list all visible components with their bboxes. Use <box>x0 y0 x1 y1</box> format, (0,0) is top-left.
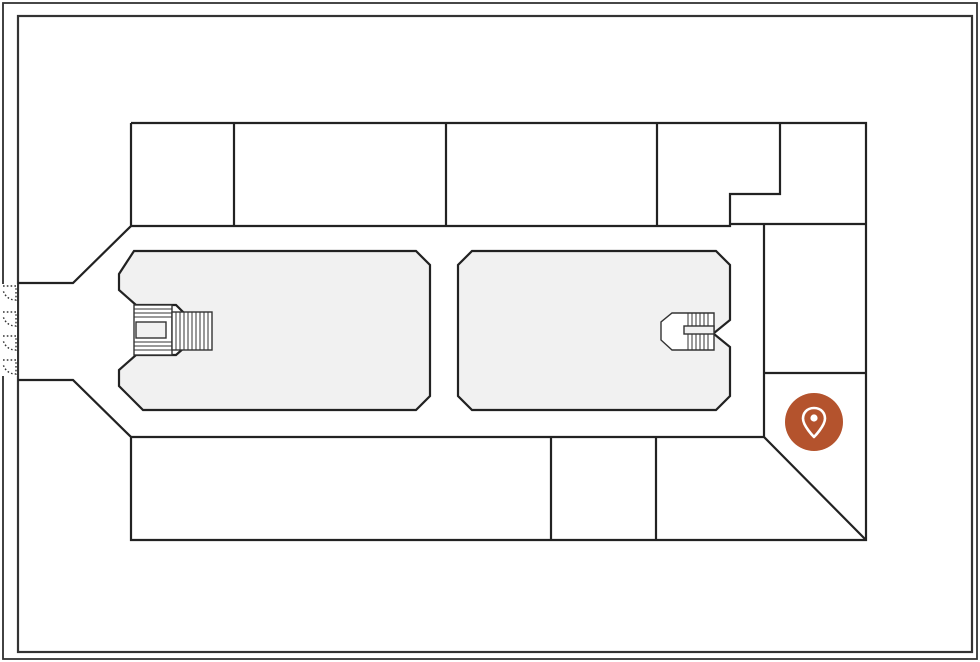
room-bottom-2[interactable] <box>552 438 655 539</box>
marker-circle <box>785 393 843 451</box>
door-lower-2 <box>2 359 17 375</box>
room-top-1[interactable] <box>132 124 233 225</box>
stair-left <box>133 304 213 356</box>
corridor-bottom-wall <box>131 435 867 541</box>
room-bottom-1[interactable] <box>132 438 550 539</box>
hall-right[interactable] <box>456 249 732 412</box>
building-outline <box>18 121 868 542</box>
room-top-5[interactable] <box>781 124 865 223</box>
room-bottom-3[interactable] <box>657 438 807 539</box>
inner-boundary <box>16 14 974 654</box>
room-top-2[interactable] <box>235 124 445 225</box>
corridor-top-wall <box>131 123 782 228</box>
door-upper <box>2 285 17 301</box>
door-lower <box>2 335 17 351</box>
room-top-3[interactable] <box>447 124 656 225</box>
stair-right <box>660 312 715 351</box>
entrance-doors[interactable] <box>2 284 17 376</box>
door-upper-2 <box>2 311 17 327</box>
door-frame <box>2 284 17 376</box>
location-pin-icon <box>801 406 827 439</box>
room-right-upper[interactable] <box>765 225 865 372</box>
room-top-4[interactable] <box>658 124 779 193</box>
location-marker[interactable] <box>785 393 843 451</box>
